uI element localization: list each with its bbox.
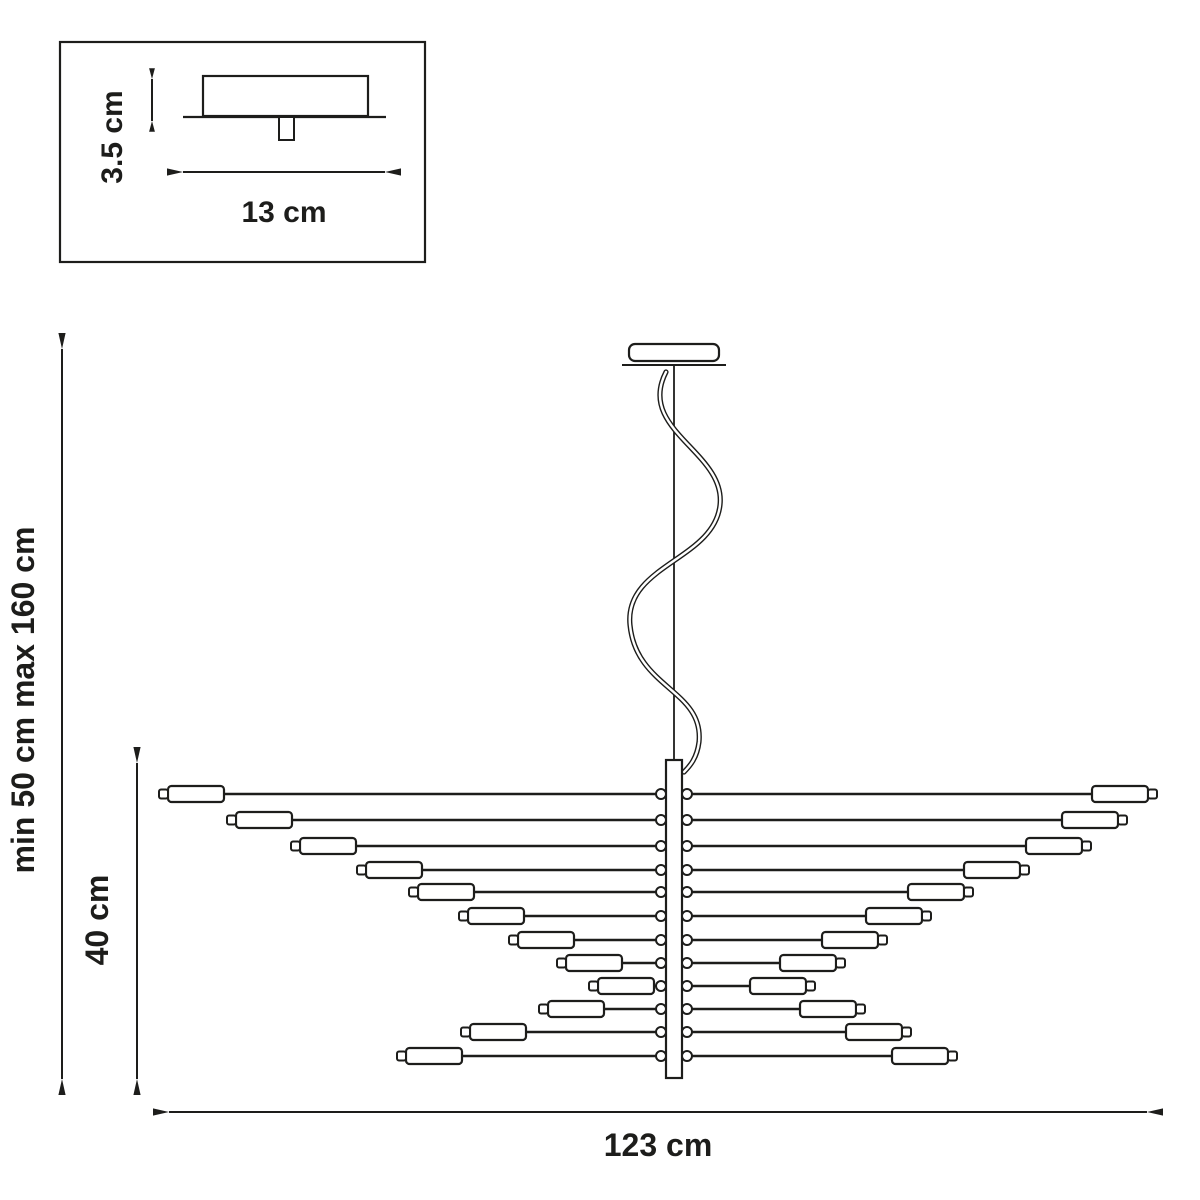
center-column <box>664 758 684 1080</box>
lamp-cylinder <box>468 1022 528 1042</box>
lamp-cylinder <box>962 860 1022 880</box>
lamp-cap <box>901 1026 912 1038</box>
lamp-cylinder <box>564 953 624 973</box>
lamp-cap <box>855 1003 866 1015</box>
joint-ball-right <box>681 788 693 800</box>
inset-width-label: 13 cm <box>241 196 326 229</box>
joint-ball-left <box>655 864 667 876</box>
lamp-cylinder <box>798 999 858 1019</box>
lamp-cap <box>538 1003 549 1015</box>
lamp-cap <box>226 814 237 826</box>
joint-ball-left <box>655 957 667 969</box>
lamp-cap <box>877 934 888 946</box>
dimension-width: 123 cm <box>153 1108 1163 1163</box>
joint-ball-right <box>681 934 693 946</box>
lamp-cap <box>458 910 469 922</box>
body-height-label: 40 cm <box>79 875 115 966</box>
lamp-cylinder <box>820 930 880 950</box>
lamp-cylinder <box>234 810 294 830</box>
joint-ball-right <box>681 980 693 992</box>
lamp-cap <box>356 864 367 876</box>
lamp-cap <box>1117 814 1128 826</box>
lamp-cylinder <box>778 953 838 973</box>
lamp-cylinder <box>906 882 966 902</box>
power-cable-inner <box>628 370 722 774</box>
lamp-cap <box>835 957 846 969</box>
joint-ball-right <box>681 1003 693 1015</box>
lamp-cylinder <box>596 976 656 996</box>
joint-ball-right <box>681 1026 693 1038</box>
lamp-cylinder <box>1024 836 1084 856</box>
joint-ball-left <box>655 1050 667 1062</box>
joint-ball-left <box>655 788 667 800</box>
lamp-cap <box>1147 788 1158 800</box>
joint-ball-left <box>655 840 667 852</box>
overall-height-label: min 50 cm max 160 cm <box>5 527 41 874</box>
joint-ball-right <box>681 1050 693 1062</box>
inset-detail-box: 3.5 cm 13 cm <box>58 40 427 264</box>
lamp-cap <box>408 886 419 898</box>
inset-border <box>58 40 427 264</box>
joint-ball-left <box>655 814 667 826</box>
lamp-cylinder <box>748 976 808 996</box>
lamp-cylinder <box>404 1046 464 1066</box>
lamp-cylinder <box>1090 784 1150 804</box>
lamp-cap <box>963 886 974 898</box>
lamp-cap <box>947 1050 958 1062</box>
lamp-cylinder <box>364 860 424 880</box>
joint-ball-left <box>655 910 667 922</box>
joint-ball-left <box>655 886 667 898</box>
joint-ball-right <box>681 864 693 876</box>
lamp-cylinder <box>546 999 606 1019</box>
lamp-cap <box>460 1026 471 1038</box>
lamp-cap <box>508 934 519 946</box>
lamp-cylinder <box>890 1046 950 1066</box>
lamp-cap <box>805 980 816 992</box>
lamp-cap <box>290 840 301 852</box>
lamp-cap <box>1019 864 1030 876</box>
lamp-cap <box>921 910 932 922</box>
inset-canopy-stem <box>278 116 295 141</box>
lamp-cap <box>1081 840 1092 852</box>
joint-ball-left <box>655 1026 667 1038</box>
lamp-cap <box>158 788 169 800</box>
inset-canopy-body <box>201 74 370 118</box>
joint-ball-left <box>655 980 667 992</box>
lamp-cylinder <box>1060 810 1120 830</box>
lamp-cap <box>396 1050 407 1062</box>
joint-ball-right <box>681 957 693 969</box>
joint-ball-right <box>681 814 693 826</box>
lamp-cylinder <box>516 930 576 950</box>
lamp-cylinder <box>416 882 476 902</box>
chandelier-drawing <box>158 342 1158 1080</box>
width-label: 123 cm <box>604 1127 713 1163</box>
lamp-cylinder <box>298 836 358 856</box>
dimension-overall-height: min 50 cm max 160 cm <box>5 333 66 1095</box>
canopy-disc <box>627 342 721 363</box>
joint-ball-right <box>681 840 693 852</box>
lamp-cylinder <box>166 784 226 804</box>
joint-ball-left <box>655 934 667 946</box>
lamp-cylinder <box>466 906 526 926</box>
lamp-cap <box>556 957 567 969</box>
lamp-cap <box>588 980 599 992</box>
dimension-body-height: 40 cm <box>79 747 141 1095</box>
joint-ball-right <box>681 886 693 898</box>
lamp-cylinder <box>844 1022 904 1042</box>
inset-height-label: 3.5 cm <box>96 90 129 183</box>
joint-ball-left <box>655 1003 667 1015</box>
lamp-cylinder <box>864 906 924 926</box>
joint-ball-right <box>681 910 693 922</box>
